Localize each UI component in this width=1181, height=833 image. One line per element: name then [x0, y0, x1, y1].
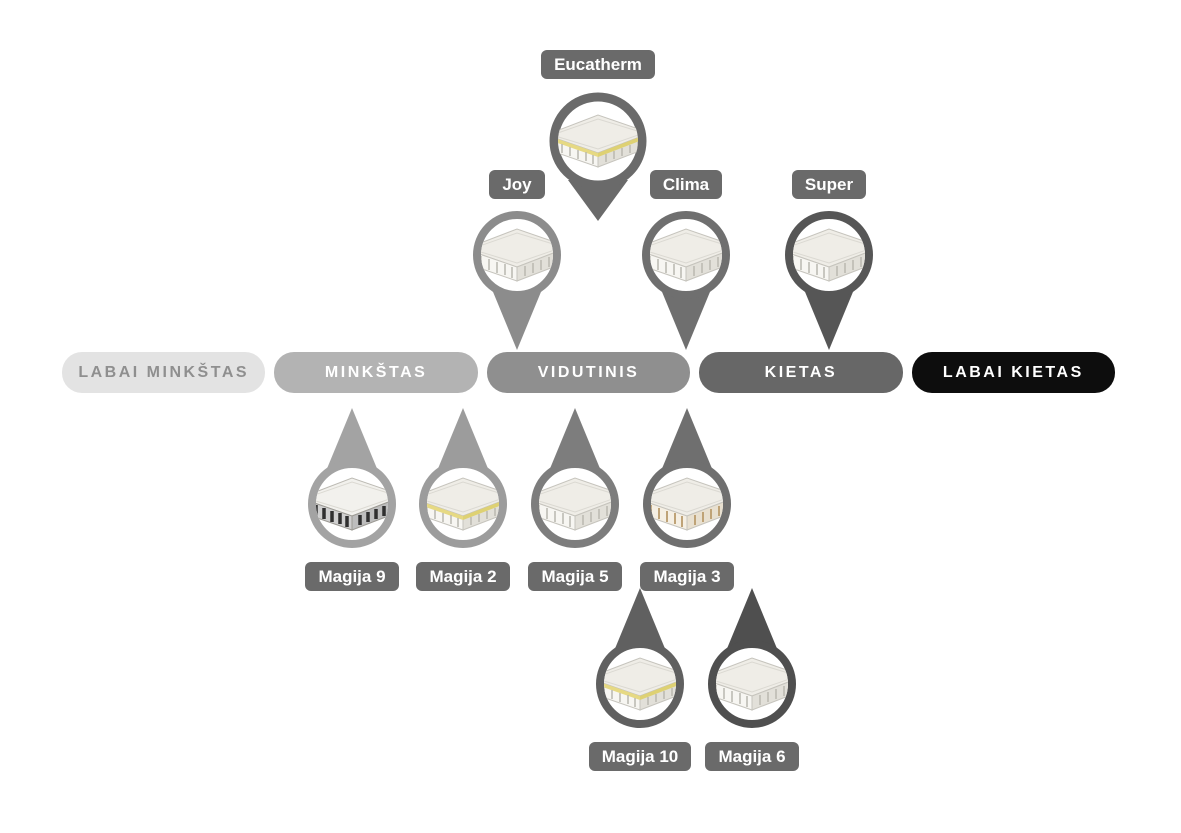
pin-magija-10: Magija 10 — [585, 584, 695, 772]
scale-segment-label: KIETAS — [764, 363, 838, 381]
model-badge-magija-2: Magija 2 — [416, 562, 510, 592]
pin-marker-up-icon — [643, 408, 731, 548]
pin-marker-down-icon — [785, 211, 873, 351]
scale-segment-label: LABAI KIETAS — [942, 363, 1084, 381]
pin-magija-5: Magija 5 — [520, 404, 630, 592]
pin-marker-down-icon — [473, 211, 561, 351]
pin-marker-down-icon — [642, 211, 730, 351]
pin-eucatherm: Eucatherm — [538, 50, 658, 225]
model-badge-label: Magija 5 — [541, 567, 609, 586]
pin-marker-down-icon — [549, 92, 647, 222]
scale-segment-label: MINKŠTAS — [324, 363, 428, 381]
pin-joy: Joy — [462, 170, 572, 355]
scale-segment-labai-kietas: LABAI KIETAS — [911, 352, 1116, 393]
pin-magija-9: Magija 9 — [297, 404, 407, 592]
pin-marker-up-icon — [596, 588, 684, 728]
pin-magija-6: Magija 6 — [697, 584, 807, 772]
pin-magija-2: Magija 2 — [408, 404, 518, 592]
pin-marker-up-icon — [308, 408, 396, 548]
model-badge-magija-6: Magija 6 — [705, 742, 799, 772]
scale-segment-minkstas: MINKŠTAS — [274, 352, 478, 393]
pin-marker-up-icon — [531, 408, 619, 548]
model-badge-label: Magija 3 — [653, 567, 721, 586]
model-badge-label: Magija 6 — [718, 747, 786, 766]
pin-marker-up-icon — [419, 408, 507, 548]
model-badge-label: Clima — [662, 175, 710, 194]
model-badge-label: Magija 10 — [601, 747, 679, 766]
model-badge-magija-3: Magija 3 — [640, 562, 734, 592]
pin-clima: Clima — [631, 170, 741, 355]
firmness-scale: LABAI MINKŠTAS MINKŠTAS VIDUTINIS KIETAS… — [62, 352, 1116, 393]
model-badge-label: Joy — [502, 175, 532, 194]
model-badge-joy: Joy — [489, 170, 545, 200]
model-badge-magija-9: Magija 9 — [305, 562, 399, 592]
model-badge-label: Magija 2 — [429, 567, 497, 586]
pin-magija-3: Magija 3 — [632, 404, 742, 592]
scale-segment-kietas: KIETAS — [699, 352, 903, 393]
scale-segment-label: LABAI MINKŠTAS — [78, 363, 250, 381]
scale-segment-vidutinis: VIDUTINIS — [486, 352, 691, 393]
pin-super: Super — [774, 170, 884, 355]
model-badge-label: Super — [804, 175, 854, 194]
scale-segment-labai-minkstas: LABAI MINKŠTAS — [62, 352, 266, 393]
model-badge-label: Magija 9 — [318, 567, 386, 586]
model-badge-eucatherm: Eucatherm — [541, 50, 655, 80]
model-badge-magija-10: Magija 10 — [588, 742, 692, 772]
model-badge-magija-5: Magija 5 — [528, 562, 622, 592]
scale-segment-label: VIDUTINIS — [537, 363, 640, 381]
model-badge-clima: Clima — [649, 170, 723, 200]
model-badge-super: Super — [791, 170, 867, 200]
model-badge-label: Eucatherm — [554, 55, 642, 74]
pin-marker-up-icon — [708, 588, 796, 728]
